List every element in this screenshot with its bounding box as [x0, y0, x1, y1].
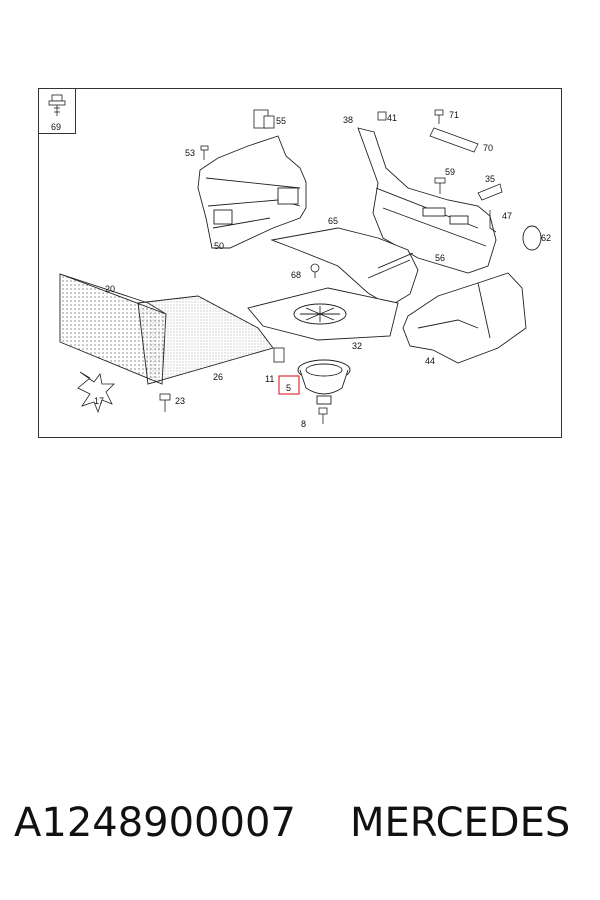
wheel-house-44 [402, 272, 527, 364]
label-17: 17 [94, 396, 104, 406]
hook-47-icon [489, 210, 497, 233]
clip-23-icon [159, 393, 171, 412]
label-62: 62 [541, 233, 551, 243]
clip-68-icon [310, 263, 320, 278]
label-20: 20 [105, 284, 115, 294]
label-56: 56 [435, 253, 445, 263]
bracket-35-icon [477, 183, 503, 201]
caption: A1248900007 MERCEDES [14, 800, 594, 860]
part-number: A1248900007 [14, 800, 296, 846]
label-5: 5 [286, 383, 291, 393]
rear-panel-56 [357, 127, 497, 274]
clip-69-icon [48, 94, 66, 116]
label-11: 11 [265, 374, 274, 384]
bracket-55-icon [253, 109, 275, 129]
label-71: 71 [449, 110, 459, 120]
clip-59-icon [434, 177, 446, 194]
parts-diagram: 69 55 53 50 38 41 71 70 59 35 47 62 65 5… [38, 88, 562, 438]
side-panel-50 [197, 135, 307, 249]
highlight-box [278, 375, 300, 395]
clip-41-icon [377, 111, 387, 121]
label-8: 8 [301, 419, 306, 429]
label-38: 38 [343, 115, 353, 125]
screw-53-icon [200, 145, 209, 160]
label-68: 68 [291, 270, 301, 280]
label-47: 47 [502, 211, 512, 221]
label-50: 50 [214, 241, 224, 251]
label-65: 65 [328, 216, 338, 226]
strip-70-icon [429, 127, 479, 153]
clip-8-icon [318, 407, 328, 424]
spare-wheel-floor-32 [247, 287, 399, 341]
label-41: 41 [387, 113, 397, 123]
label-53: 53 [185, 148, 195, 158]
label-35: 35 [485, 174, 495, 184]
label-70: 70 [483, 143, 493, 153]
trunk-mat-26 [137, 295, 274, 385]
label-32: 32 [352, 341, 362, 351]
label-26: 26 [213, 372, 223, 382]
label-55: 55 [276, 116, 286, 126]
parcel-shelf-65 [270, 227, 419, 307]
retainer-17-icon [77, 371, 115, 414]
label-59: 59 [445, 167, 455, 177]
pad-11-icon [273, 347, 285, 363]
clip-71-icon [434, 109, 444, 124]
label-69: 69 [51, 122, 61, 132]
spare-well-insert-5 [297, 359, 351, 405]
label-44: 44 [425, 356, 435, 366]
brand-name: MERCEDES [350, 800, 571, 846]
label-23: 23 [175, 396, 185, 406]
cap-62-icon [522, 225, 542, 251]
